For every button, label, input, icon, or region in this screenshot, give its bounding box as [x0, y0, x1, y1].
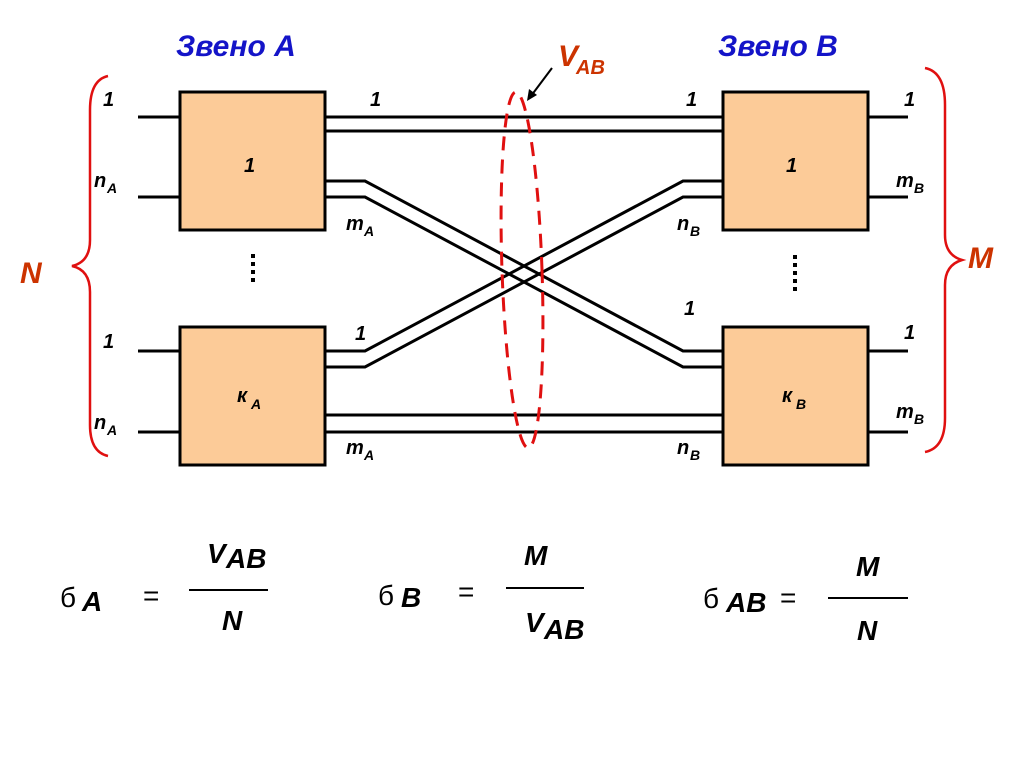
- port-label: 1: [103, 89, 114, 111]
- port-label: m: [896, 401, 914, 423]
- formula-numerator-sub: AB: [225, 543, 266, 574]
- formula-equals: =: [458, 576, 474, 607]
- vab-label-sub: AB: [575, 57, 605, 79]
- left-brace: [71, 74, 109, 458]
- block-b-first: 1: [721, 90, 870, 232]
- formula-equals: =: [780, 582, 796, 613]
- block-b-last: к B: [721, 325, 870, 467]
- ellipsis-dots-b: [793, 255, 797, 291]
- port-label: n: [94, 170, 106, 192]
- port-label-sub: B: [690, 223, 700, 239]
- block-a-last-label: к: [237, 385, 248, 407]
- block-b-last-label: к: [782, 385, 793, 407]
- block-a-last-sub: A: [250, 396, 261, 412]
- formula-lhs: б: [378, 580, 394, 611]
- formula-lhs: б: [703, 583, 719, 614]
- formula-denominator: V: [525, 607, 546, 638]
- port-label: 1: [686, 89, 697, 111]
- interlink-wires: [325, 115, 723, 434]
- port-label: m: [346, 437, 364, 459]
- output-wires-b: [868, 115, 908, 434]
- formula-sigma-ab: б AB = M N: [703, 551, 908, 646]
- port-label-sub: B: [690, 447, 700, 463]
- formula-sigma-b: б B = M V AB: [378, 540, 584, 645]
- block-a-first: 1: [178, 90, 327, 232]
- formula-equals: =: [143, 580, 159, 611]
- port-label: 1: [370, 89, 381, 111]
- port-label-sub: A: [106, 180, 117, 196]
- vab-label: V AB: [558, 40, 605, 79]
- port-label-sub: A: [363, 447, 374, 463]
- port-label-sub: B: [914, 180, 924, 196]
- port-label: 1: [904, 322, 915, 344]
- formula-denominator: N: [857, 615, 878, 646]
- formula-numerator: M: [524, 540, 548, 571]
- formula-sigma-a: б A = V AB N: [60, 538, 268, 636]
- port-label: 1: [355, 323, 366, 345]
- brace-label-n: N: [20, 257, 43, 290]
- port-label: n: [677, 213, 689, 235]
- port-label: 1: [103, 331, 114, 353]
- port-label-sub: A: [106, 422, 117, 438]
- port-label-sub: B: [914, 411, 924, 427]
- formula-lhs-sub: AB: [725, 587, 766, 618]
- formula-numerator: M: [856, 551, 880, 582]
- vab-cut-ellipse: [499, 90, 545, 450]
- right-brace: [924, 66, 967, 454]
- link-a-title: Звено А: [176, 30, 296, 63]
- port-label: n: [94, 412, 106, 434]
- formula-lhs-sub: A: [81, 586, 102, 617]
- formula-lhs-sub: B: [401, 582, 421, 613]
- port-label-sub: A: [363, 223, 374, 239]
- link-b-title: Звено В: [718, 30, 838, 63]
- formula-numerator: V: [207, 538, 228, 569]
- block-a-first-label: 1: [244, 155, 255, 177]
- brace-label-m: M: [968, 242, 994, 275]
- formula-lhs: б: [60, 582, 76, 613]
- block-b-last-sub: B: [796, 396, 806, 412]
- formula-denominator: N: [222, 605, 243, 636]
- port-label: n: [677, 437, 689, 459]
- block-b-first-label: 1: [786, 155, 797, 177]
- vab-arrow-icon: [527, 67, 553, 101]
- port-label: 1: [904, 89, 915, 111]
- port-label: 1: [684, 298, 695, 320]
- block-a-last: к A: [178, 325, 327, 467]
- port-label: m: [346, 213, 364, 235]
- vab-label-main: V: [558, 40, 581, 73]
- port-label: m: [896, 170, 914, 192]
- input-wires-a: [138, 115, 180, 434]
- formula-denominator-sub: AB: [543, 614, 584, 645]
- ellipsis-dots-a: [251, 254, 255, 282]
